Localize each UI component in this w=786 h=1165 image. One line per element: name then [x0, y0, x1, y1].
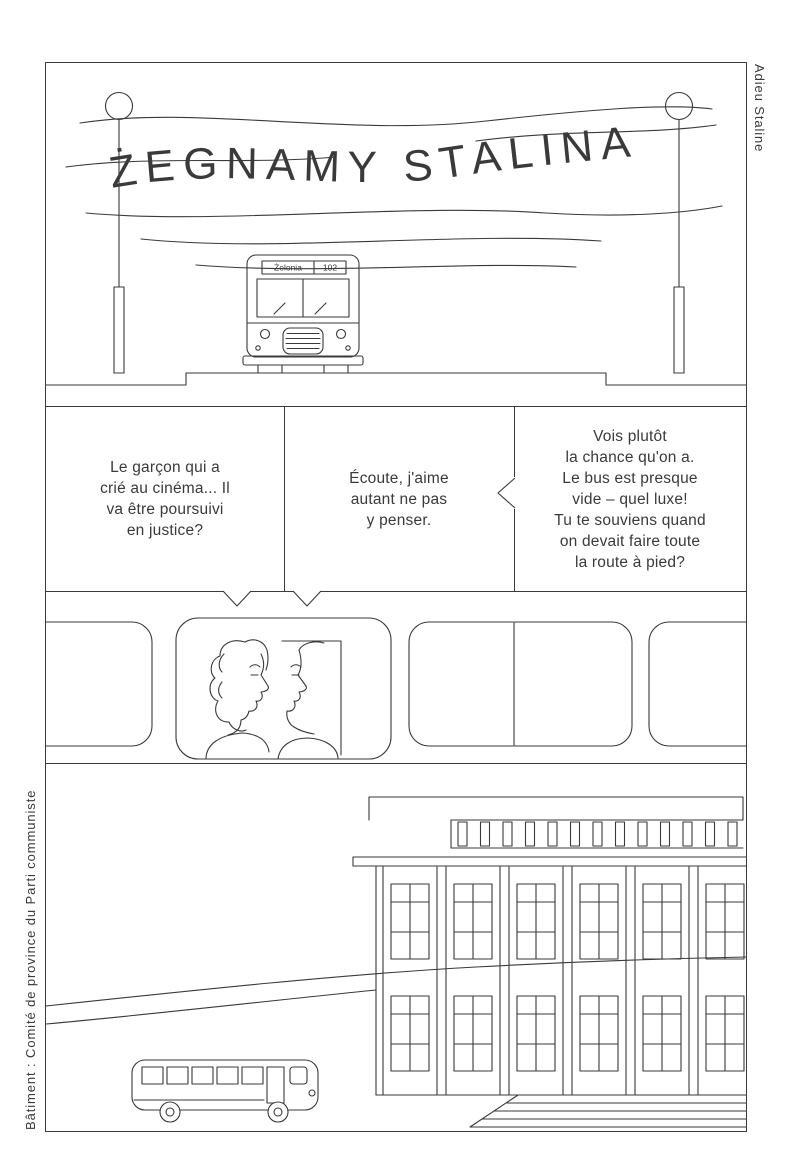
- bus-side: [131, 1059, 319, 1123]
- comic-frame: ŻEGNAMY STALINA: [45, 62, 747, 1132]
- panel-building-scene: [46, 796, 746, 1128]
- bus-windshield: [289, 1066, 308, 1085]
- ground-line: [46, 372, 746, 386]
- speech-bubble-2: Écoute, j'aime autant ne pas y penser.: [349, 469, 449, 529]
- passenger-woman: [205, 639, 270, 760]
- bus-front: Żelonia 102: [242, 254, 364, 374]
- lamp-post-right: [664, 91, 694, 374]
- bus-side-headlight: [308, 1089, 316, 1097]
- speech-bubble-1: Le garçon qui a crié au cinéma... Il va …: [100, 459, 230, 539]
- speech-bubble-3: Vois plutôt la chance qu'on a. Le bus es…: [554, 427, 706, 571]
- bubble-tail-3: [497, 477, 516, 509]
- bus-window-2: [175, 617, 392, 760]
- margin-note-building-caption: Bâtiment : Comité de province du Parti c…: [23, 789, 38, 1130]
- panel-banner-scene: ŻEGNAMY STALINA: [46, 91, 746, 386]
- bubble-tail-1: [222, 590, 252, 607]
- bus-side-windows: [141, 1066, 264, 1085]
- margin-note-title: Adieu Staline: [752, 64, 767, 153]
- building-windows-row2: [390, 995, 745, 1072]
- panel-divider-3: [46, 763, 746, 764]
- passenger-man: [277, 640, 342, 760]
- panel-divider-2: [46, 591, 746, 592]
- banner-ribbon: [65, 106, 723, 270]
- bus-headlight-right: [335, 328, 347, 340]
- bus-grille: [282, 327, 324, 355]
- party-building: [352, 796, 746, 1128]
- panel-divider-1: [46, 406, 746, 407]
- building-steps: [469, 1094, 746, 1128]
- banner-slogan: ŻEGNAMY STALINA: [106, 117, 640, 198]
- attic-balusters: [457, 821, 738, 847]
- bus-wheels: [159, 1101, 289, 1123]
- bus-door: [266, 1066, 285, 1104]
- bus-window-3: [408, 621, 633, 747]
- bus-destination-sign: Żelonia: [274, 263, 302, 273]
- bus-window-1: [46, 621, 153, 747]
- bus-window-4: [648, 621, 746, 747]
- building-windows-row1: [390, 883, 745, 960]
- bus-line-number-sign: 102: [323, 263, 337, 273]
- bus-bumper: [242, 355, 364, 366]
- bus-headlight-left: [259, 328, 271, 340]
- speech-bubble-row: Le garçon qui a crié au cinéma... Il va …: [46, 407, 746, 591]
- bubble-divider-1: [284, 406, 285, 591]
- bubble-tail-2: [292, 590, 322, 607]
- lamp-post-left: [104, 91, 134, 374]
- panel-bus-windows: [46, 617, 746, 760]
